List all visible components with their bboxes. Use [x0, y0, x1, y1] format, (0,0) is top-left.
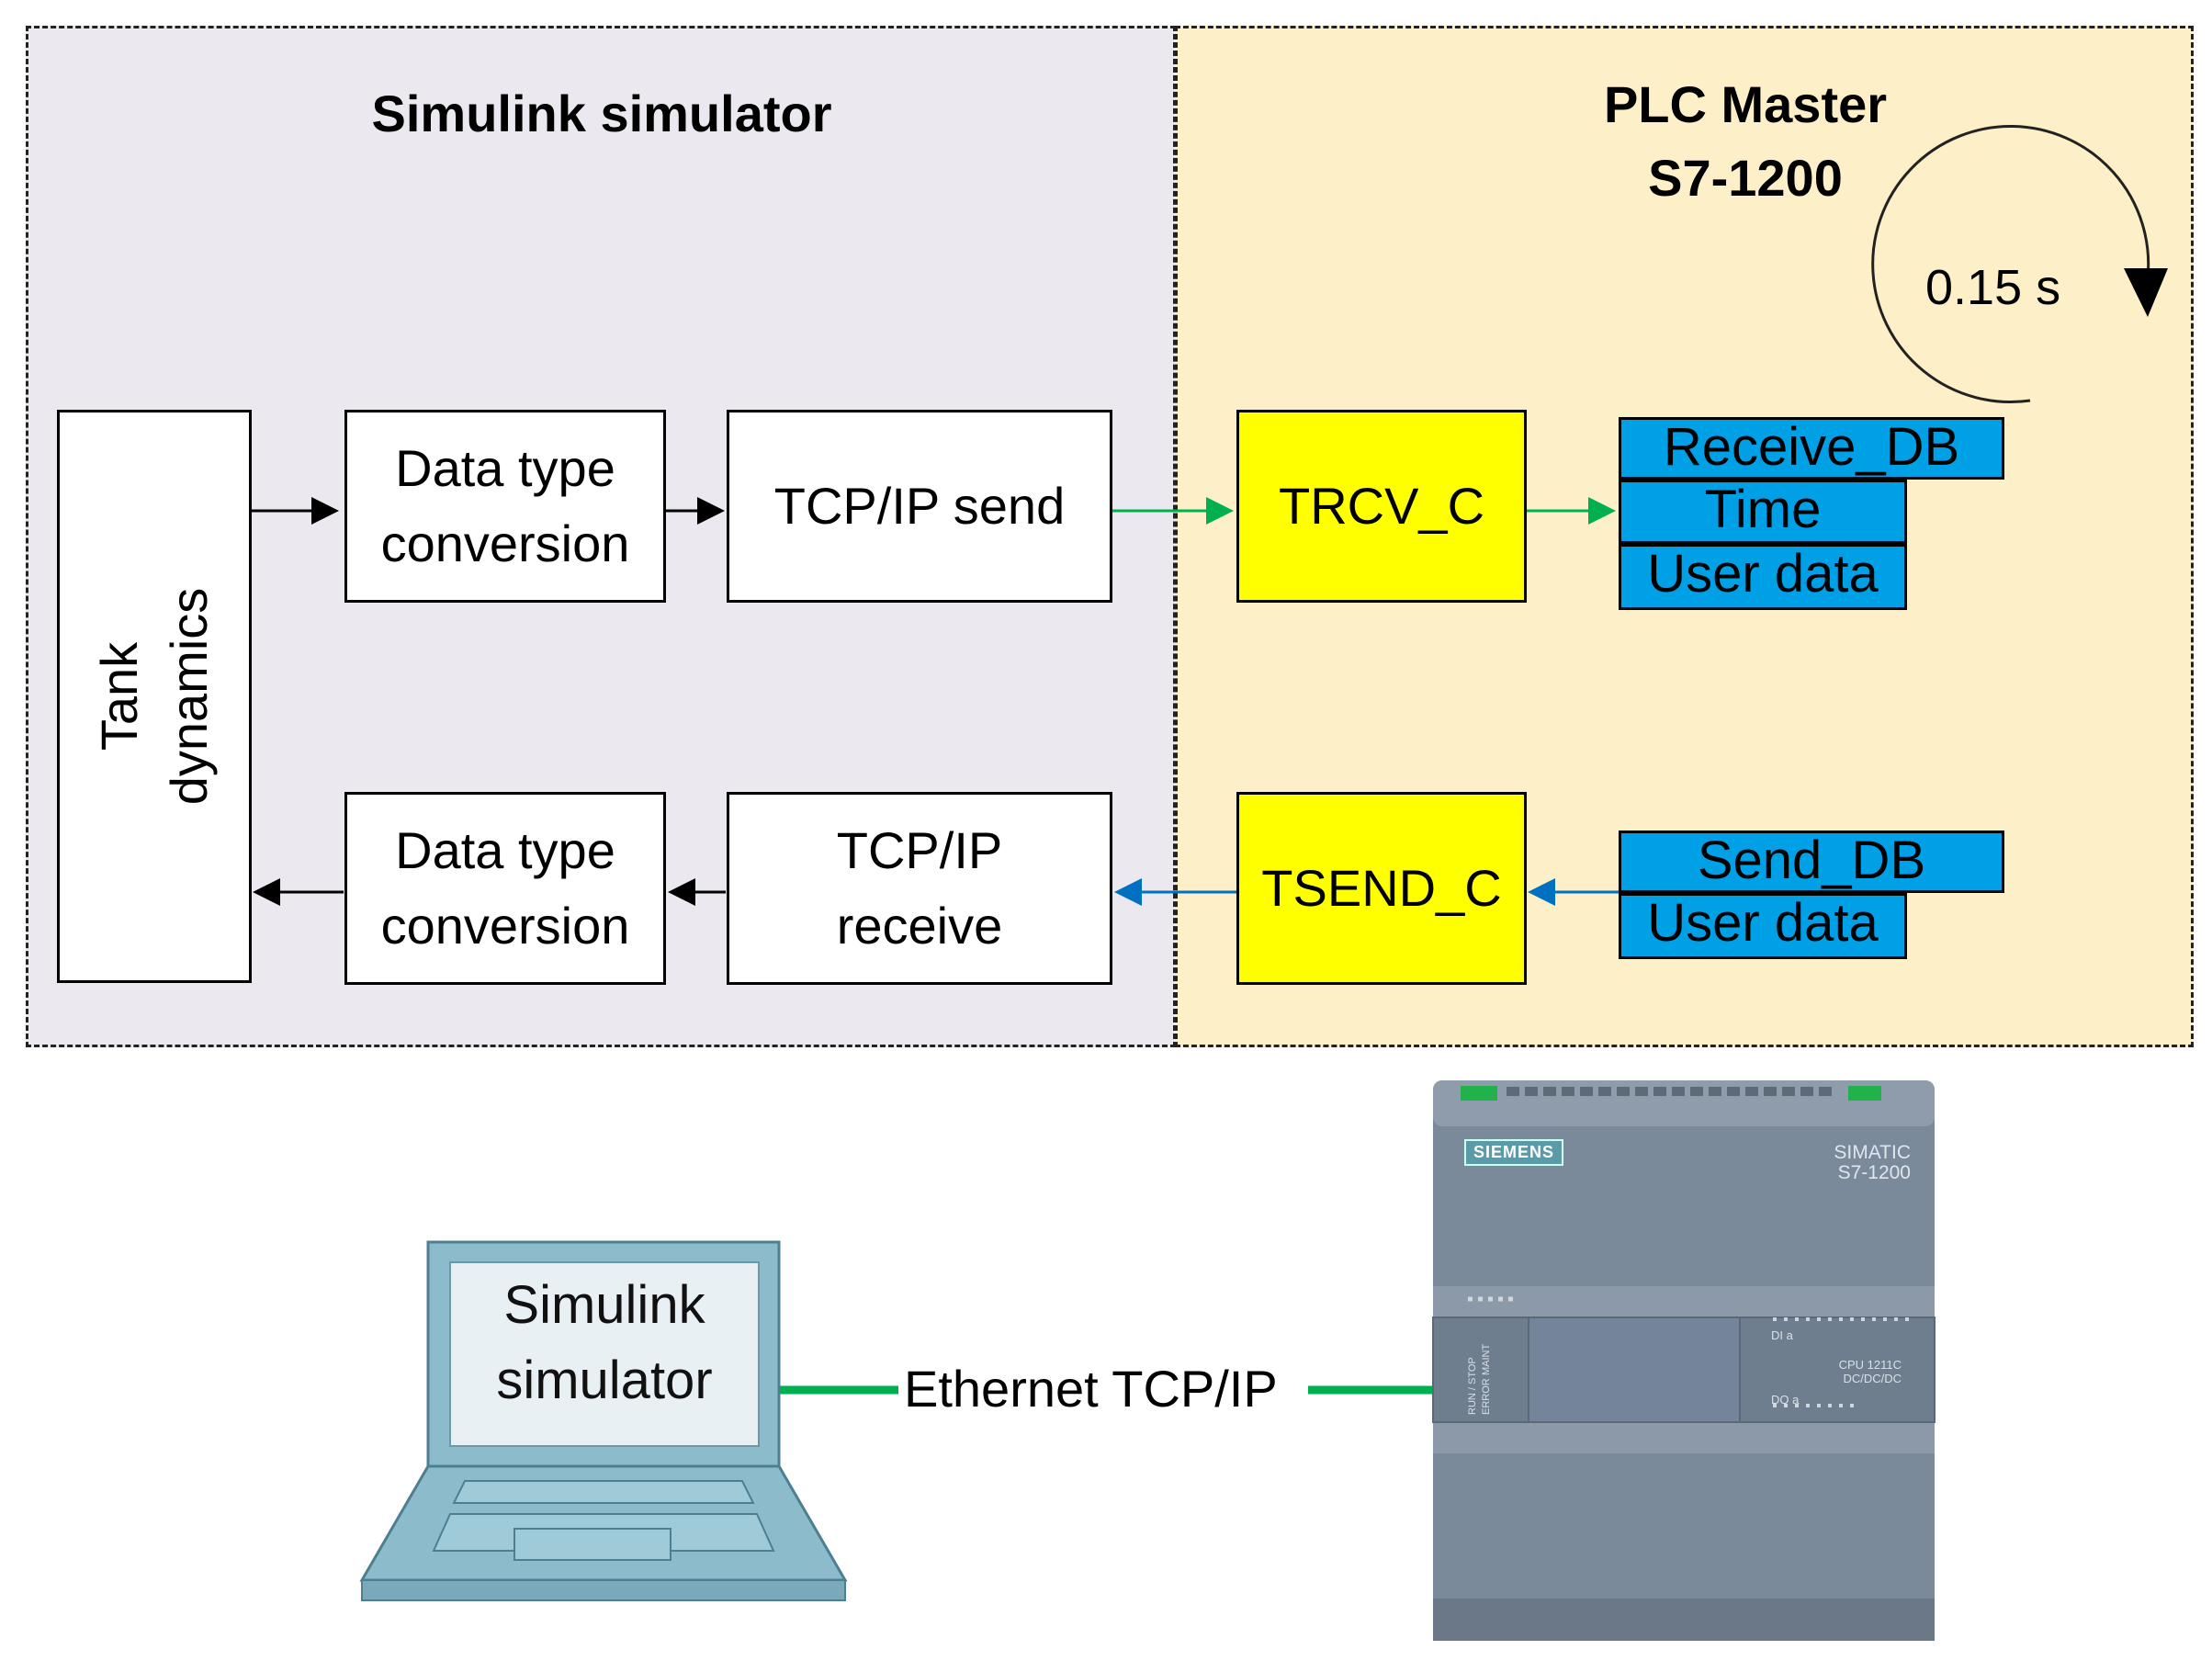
tank-label-line2: dynamics	[160, 587, 218, 806]
receive-db-row-time: Time	[1619, 480, 1907, 544]
laptop-line1: Simulink	[503, 1275, 705, 1335]
plc-cpu-label: CPU 1211C DC/DC/DC	[1828, 1358, 1902, 1385]
plc-device-icon	[1432, 1080, 1936, 1641]
dtc-bottom-line2: conversion	[380, 897, 630, 955]
ethernet-link-label: Ethernet TCP/IP	[898, 1357, 1283, 1421]
tcp-ip-send-block: TCP/IP send	[727, 410, 1112, 603]
receive-db-header: Receive_DB	[1619, 417, 2004, 480]
tank-dynamics-block	[57, 410, 252, 983]
tcp-ip-receive-line2: receive	[836, 897, 1003, 955]
tank-dynamics-label: Tank dynamics	[85, 503, 228, 889]
plc-cpu-line1: CPU 1211C	[1838, 1358, 1902, 1372]
plc-dq-label: DQ a	[1771, 1393, 1800, 1407]
laptop-screen-text: Simulink simulator	[450, 1268, 759, 1418]
tsend-c-label: TSEND_C	[1261, 859, 1502, 917]
plc-di-label: DI a	[1771, 1328, 1793, 1342]
simulink-region-title: Simulink simulator	[371, 85, 832, 142]
dtc-top-line1: Data type	[395, 439, 615, 497]
plc-title-line1: PLC Master	[1603, 75, 1888, 133]
trcv-c-block: TRCV_C	[1236, 410, 1527, 603]
plc-cpu-line2: DC/DC/DC	[1843, 1372, 1902, 1385]
dtc-bottom-line1: Data type	[395, 821, 615, 879]
tcp-ip-send-label: TCP/IP send	[773, 477, 1066, 535]
plc-title-line2: S7-1200	[1648, 149, 1843, 207]
data-type-conversion-bottom-block: Data type conversion	[344, 792, 666, 985]
tcp-ip-receive-line1: TCP/IP	[836, 821, 1003, 879]
cycle-arc	[1871, 125, 2150, 404]
tank-label-line1: Tank	[90, 641, 148, 751]
laptop-icon	[359, 1240, 848, 1601]
plc-brand-logo: SIEMENS	[1464, 1139, 1564, 1166]
cycle-arrowhead	[2124, 268, 2168, 317]
plc-status-maint: MAINT	[1481, 1343, 1492, 1376]
dtc-top-line2: conversion	[380, 514, 630, 572]
trcv-c-label: TRCV_C	[1278, 477, 1485, 535]
plc-model-line1: SIMATIC	[1834, 1142, 1911, 1163]
plc-model-line2: S7-1200	[1837, 1162, 1911, 1183]
plc-status-run-stop: RUN / STOP	[1467, 1357, 1478, 1415]
plc-region-title: PLC Master S7-1200	[1470, 68, 2021, 215]
plc-model-label: SIMATIC S7-1200	[1773, 1143, 1911, 1183]
cycle-time-label: 0.15 s	[1925, 260, 2061, 315]
plc-status-labels: RUN / STOP ERROR MAINT	[1466, 1323, 1558, 1415]
laptop-line2: simulator	[496, 1350, 713, 1410]
send-db-row-user-data: User data	[1619, 893, 1907, 959]
data-type-conversion-top-block: Data type conversion	[344, 410, 666, 603]
receive-db-row-user-data: User data	[1619, 544, 1907, 610]
tcp-ip-receive-block: TCP/IP receive	[727, 792, 1112, 985]
send-db-header: Send_DB	[1619, 830, 2004, 893]
plc-status-error: ERROR	[1481, 1378, 1492, 1415]
tsend-c-block: TSEND_C	[1236, 792, 1527, 985]
